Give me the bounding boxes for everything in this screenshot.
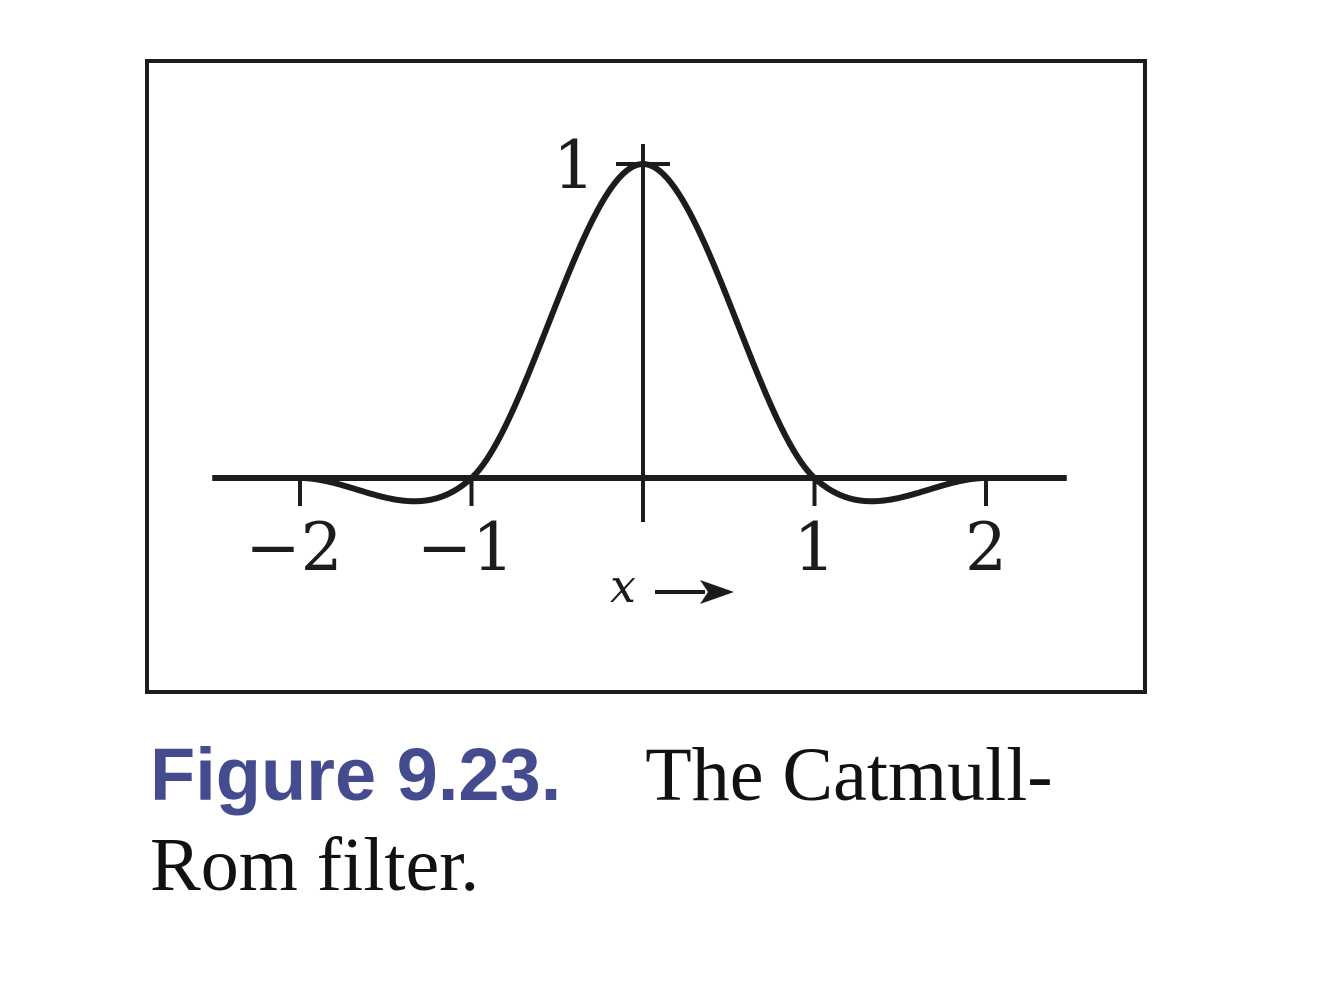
caption-text-line1: The Catmull- (645, 733, 1053, 817)
caption-label: Figure 9.23. (150, 733, 562, 816)
y-tick-label: 1 (553, 127, 595, 204)
plot-frame (145, 59, 1147, 694)
y-axis-ticks: 1 (553, 127, 670, 204)
caption-text-line2: Rom filter. (150, 823, 480, 907)
figure-caption: Figure 9.23. The Catmull- Rom filter. (150, 730, 1210, 910)
x-axis-variable: x (610, 559, 636, 613)
x-tick-label: −1 (417, 509, 514, 586)
x-axis-ticks: −2 −1 1 2 (245, 478, 1007, 586)
right-arrow-icon (655, 580, 734, 604)
filter-curve (297, 161, 989, 505)
x-tick-label: 1 (794, 509, 836, 586)
x-tick-label: 2 (965, 509, 1007, 586)
x-tick-label: −2 (245, 509, 342, 586)
x-axis-label: x (610, 559, 734, 613)
